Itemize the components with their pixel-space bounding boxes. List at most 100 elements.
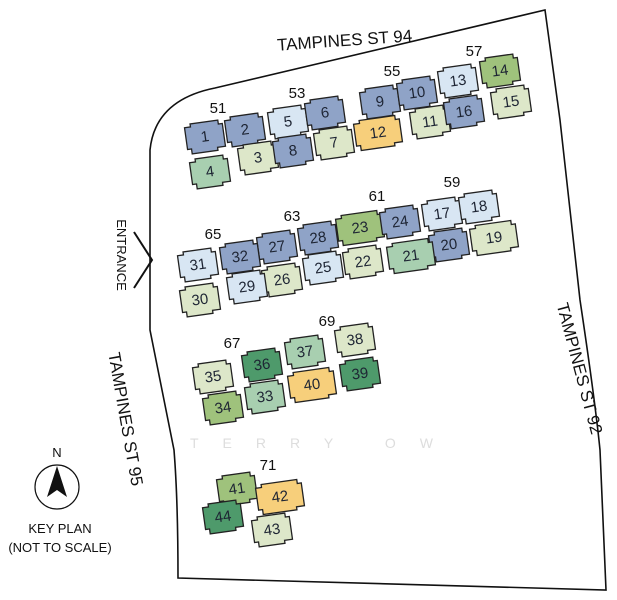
- unit-block-11[interactable]: 11: [408, 104, 452, 140]
- unit-shape: [283, 334, 327, 370]
- unit-number: 28: [309, 228, 328, 247]
- unit-block-17[interactable]: 17: [420, 196, 464, 232]
- unit-block-5[interactable]: 5: [266, 104, 310, 140]
- unit-number: 26: [273, 270, 292, 289]
- unit-shape: [352, 114, 404, 152]
- unit-block-18[interactable]: 18: [457, 189, 501, 225]
- unit-number: 9: [375, 93, 386, 111]
- unit-shape: [223, 112, 267, 148]
- entrance-chevron-icon: [133, 231, 154, 289]
- unit-block-20[interactable]: 20: [427, 227, 471, 263]
- block-label-63: 63: [284, 208, 301, 225]
- unit-block-28[interactable]: 28: [296, 220, 340, 256]
- unit-number: 3: [253, 149, 264, 167]
- unit-block-33[interactable]: 33: [243, 379, 287, 415]
- unit-block-39[interactable]: 39: [338, 356, 382, 392]
- unit-block-32[interactable]: 32: [218, 239, 262, 275]
- unit-block-6[interactable]: 6: [303, 95, 347, 131]
- unit-number: 17: [433, 204, 452, 223]
- unit-block-41[interactable]: 41: [215, 471, 259, 507]
- unit-block-27[interactable]: 27: [255, 229, 299, 265]
- unit-block-16[interactable]: 16: [442, 94, 486, 130]
- unit-block-19[interactable]: 19: [468, 219, 520, 257]
- unit-shape: [243, 379, 287, 415]
- unit-number: 39: [351, 364, 370, 383]
- unit-number: 40: [303, 375, 322, 394]
- unit-number: 14: [491, 61, 510, 80]
- unit-shape: [303, 95, 347, 131]
- unit-block-23[interactable]: 23: [334, 209, 386, 247]
- unit-block-38[interactable]: 38: [333, 322, 377, 358]
- unit-shape: [218, 239, 262, 275]
- unit-block-21[interactable]: 21: [385, 237, 437, 275]
- unit-block-15[interactable]: 15: [489, 84, 533, 120]
- unit-block-10[interactable]: 10: [395, 75, 439, 111]
- unit-block-35[interactable]: 35: [191, 359, 235, 395]
- unit-shape: [436, 63, 480, 99]
- unit-block-44[interactable]: 44: [201, 499, 245, 535]
- unit-number: 30: [191, 290, 210, 309]
- block-label-71: 71: [260, 457, 277, 474]
- unit-shape: [408, 104, 452, 140]
- unit-number: 43: [263, 520, 282, 539]
- unit-shape: [240, 347, 284, 383]
- unit-number: 18: [470, 197, 489, 216]
- unit-shape: [260, 262, 304, 298]
- watermark: TERRY OW: [190, 435, 457, 451]
- unit-shape: [312, 125, 356, 161]
- unit-block-30[interactable]: 30: [178, 282, 222, 318]
- unit-shape: [250, 512, 294, 548]
- entrance-label: ENTRANCE: [114, 219, 129, 291]
- unit-block-12[interactable]: 12: [352, 114, 404, 152]
- street-label-north: TAMPINES ST 94: [276, 26, 412, 54]
- block-label-61: 61: [369, 188, 386, 205]
- unit-shape: [255, 229, 299, 265]
- unit-block-25[interactable]: 25: [301, 250, 345, 286]
- key-plan-title: KEY PLAN: [28, 521, 91, 536]
- unit-number: 8: [288, 142, 299, 160]
- block-label-67: 67: [224, 335, 241, 352]
- unit-block-22[interactable]: 22: [341, 244, 385, 280]
- unit-number: 19: [485, 228, 504, 247]
- unit-number: 41: [228, 479, 247, 498]
- unit-block-24[interactable]: 24: [378, 204, 422, 240]
- unit-number: 31: [189, 255, 208, 274]
- unit-block-31[interactable]: 31: [176, 247, 220, 283]
- unit-number: 13: [449, 71, 468, 90]
- unit-block-2[interactable]: 2: [223, 112, 267, 148]
- unit-block-4[interactable]: 4: [188, 154, 232, 190]
- unit-block-3[interactable]: 3: [236, 140, 280, 176]
- unit-number: 35: [204, 367, 223, 386]
- unit-block-42[interactable]: 42: [254, 478, 306, 516]
- unit-number: 4: [205, 163, 216, 181]
- block-label-57: 57: [466, 43, 483, 60]
- unit-block-26[interactable]: 26: [260, 262, 304, 298]
- unit-block-37[interactable]: 37: [283, 334, 327, 370]
- unit-block-29[interactable]: 29: [225, 269, 269, 305]
- unit-block-36[interactable]: 36: [240, 347, 284, 383]
- unit-block-34[interactable]: 34: [201, 390, 245, 426]
- unit-block-40[interactable]: 40: [286, 366, 338, 404]
- compass: N: [34, 445, 80, 510]
- unit-block-7[interactable]: 7: [312, 125, 356, 161]
- unit-number: 42: [271, 487, 290, 506]
- unit-number: 33: [256, 387, 275, 406]
- unit-number: 21: [402, 246, 421, 265]
- unit-shape: [254, 478, 306, 516]
- unit-block-8[interactable]: 8: [271, 133, 315, 169]
- unit-shape: [385, 237, 437, 275]
- unit-block-9[interactable]: 9: [358, 84, 402, 120]
- unit-shape: [338, 356, 382, 392]
- unit-number: 32: [231, 247, 250, 266]
- block-label-69: 69: [319, 313, 336, 330]
- street-label-east: TAMPINES ST 92: [553, 301, 606, 437]
- unit-number: 44: [214, 507, 233, 526]
- unit-block-13[interactable]: 13: [436, 63, 480, 99]
- unit-block-1[interactable]: 1: [183, 119, 227, 155]
- unit-block-14[interactable]: 14: [478, 53, 522, 89]
- unit-number: 23: [351, 218, 370, 237]
- unit-shape: [178, 282, 222, 318]
- compass-circle: [34, 464, 80, 510]
- unit-block-43[interactable]: 43: [250, 512, 294, 548]
